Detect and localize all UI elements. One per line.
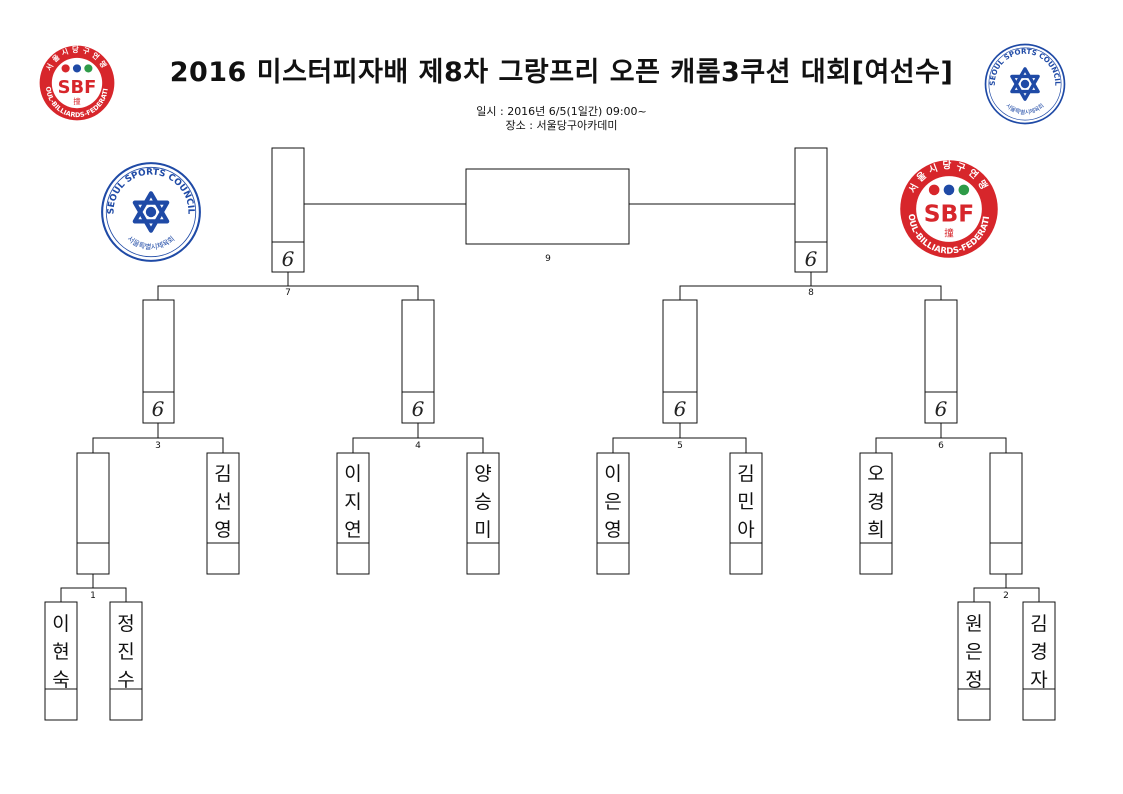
- match-number-3: 3: [155, 441, 161, 451]
- match-number-5: 5: [677, 441, 683, 451]
- score-mark-6: 6: [935, 397, 948, 421]
- score-mark-5: 6: [674, 397, 687, 421]
- semi-box-7: [271, 147, 305, 273]
- player-box-m2-left: [957, 601, 991, 721]
- event-date: 일시 : 2016년 6/5(1일간) 09:00~: [476, 105, 647, 118]
- player-box-m1-left: [44, 601, 78, 721]
- player-box-m2-right: [1022, 601, 1056, 721]
- svg-text:撞: 撞: [944, 228, 954, 240]
- match-number-6: 6: [938, 441, 944, 451]
- score-mark-4: 6: [412, 397, 425, 421]
- box-m3-winner: [142, 299, 175, 424]
- match-number-8: 8: [808, 288, 814, 298]
- player-box-m4-left: [336, 452, 370, 575]
- page-title: 2016 미스터피자배 제8차 그랑프리 오픈 캐롬3쿠션 대회[여선수]: [169, 57, 954, 88]
- player-box-m1-right: [109, 601, 143, 721]
- match-number-4: 4: [415, 441, 421, 451]
- player-box-m4-right: [466, 452, 500, 575]
- score-mark-3: 6: [152, 397, 165, 421]
- match-number-7: 7: [285, 288, 291, 298]
- player-box-m3-right: [206, 452, 240, 575]
- box-m1-winner: [76, 452, 110, 575]
- match-number-2: 2: [1003, 591, 1009, 601]
- semi-box-8: [794, 147, 828, 273]
- event-venue: 장소 : 서울당구아카데미: [505, 119, 618, 132]
- box-m5-winner: [662, 299, 698, 424]
- final-box: [465, 168, 630, 245]
- player-box-m6-left: [859, 452, 893, 575]
- match-number-1: 1: [90, 591, 96, 601]
- match-number-9: 9: [545, 254, 551, 264]
- svg-text:撞: 撞: [73, 97, 80, 106]
- player-box-m5-right: [729, 452, 763, 575]
- sbf-logo-top-left: SEOUL-BILLIARDS-FEDERATION서울시당구연맹SBF撞: [36, 44, 115, 121]
- player-box-m5-left: [596, 452, 630, 575]
- svg-text:SBF: SBF: [58, 77, 97, 98]
- svg-text:SBF: SBF: [924, 201, 974, 228]
- score-mark-8: 6: [805, 247, 818, 271]
- sbf-logo-right: SEOUL-BILLIARDS-FEDERATION서울시당구연맹SBF撞: [896, 158, 998, 258]
- score-mark-7: 6: [282, 247, 295, 271]
- box-m4-winner: [401, 299, 435, 424]
- box-m2-winner: [989, 452, 1023, 575]
- box-m6-winner: [924, 299, 958, 424]
